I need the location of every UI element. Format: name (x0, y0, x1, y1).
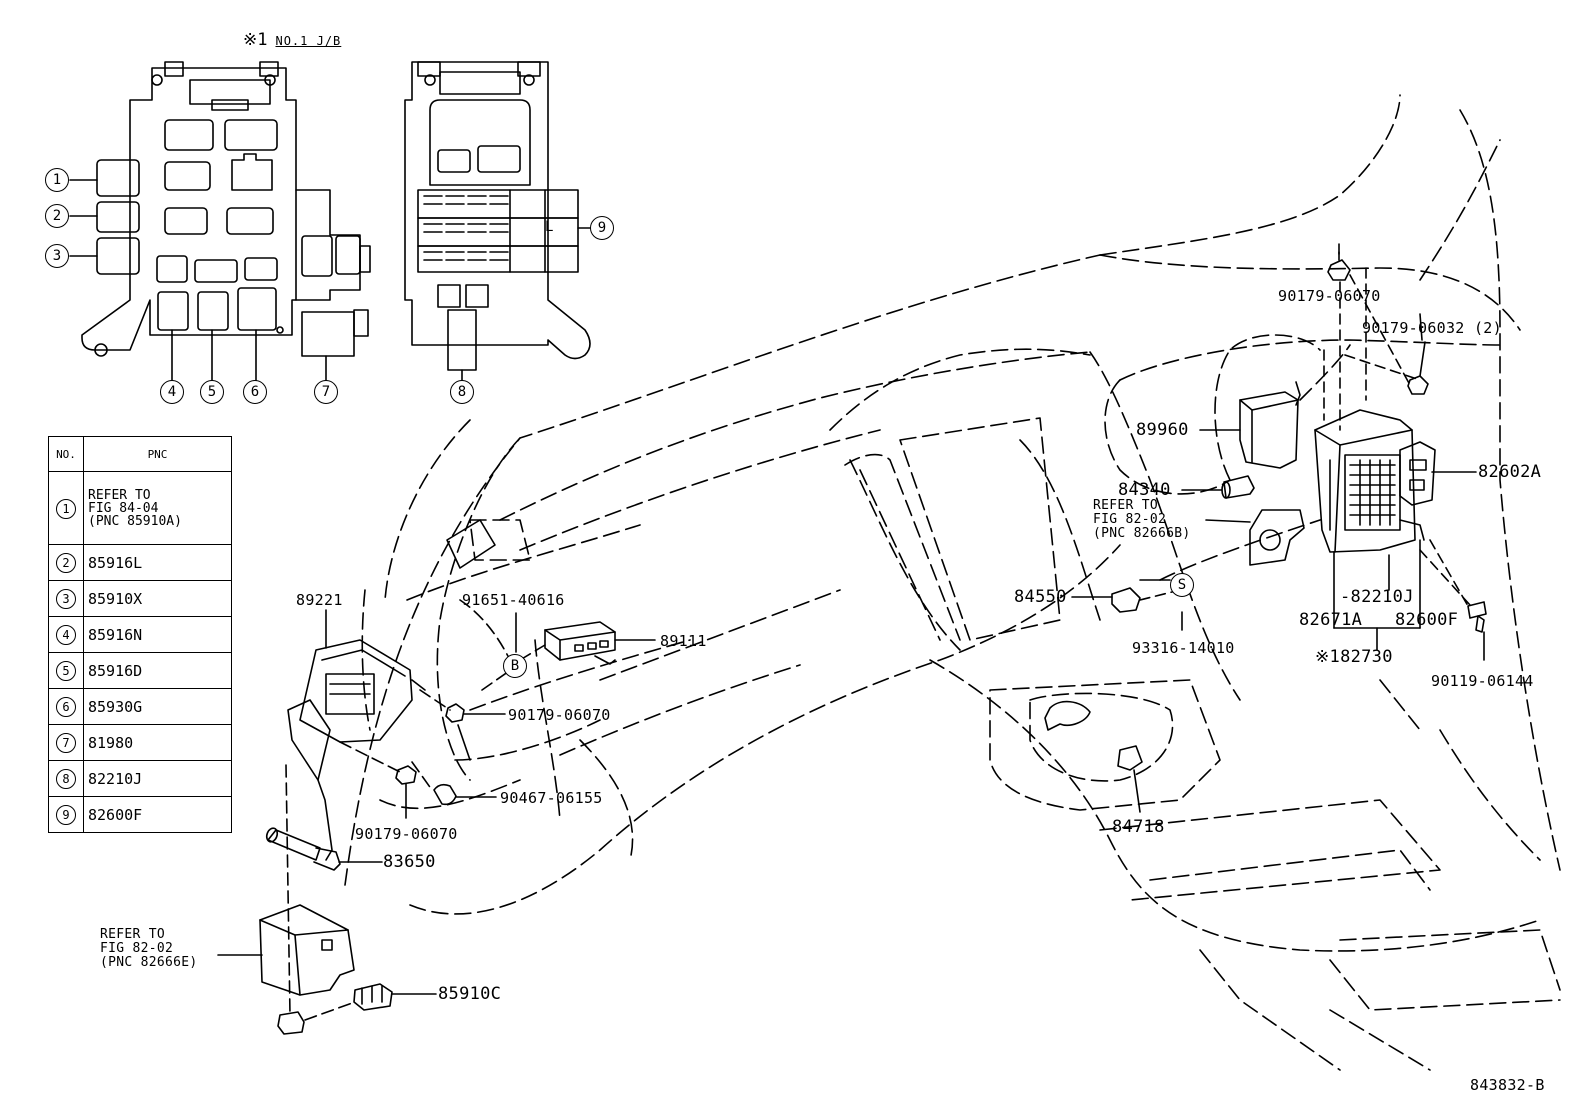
title-text: NO.1 J/B (275, 34, 342, 48)
leaders-right (1181, 243, 1423, 631)
fuse-mark: L (545, 219, 554, 235)
sensor-84340 (1181, 475, 1255, 499)
table-row: 1 REFER TO FIG 84-04 (PNC 85910A) (48, 471, 232, 545)
plug-83650 (265, 827, 341, 871)
row-no: 3 (56, 589, 76, 609)
table-header: NO. PNC (48, 436, 232, 472)
header-no: NO. (48, 436, 84, 472)
label-90179-06070-a: 90179-06070 (508, 706, 611, 724)
label-82602a: 82602A (1478, 462, 1542, 482)
row-pnc: 85930G (83, 688, 232, 725)
row-no: 7 (56, 733, 76, 753)
marker-b: B (503, 654, 527, 678)
table-row: 4 85916N (48, 616, 232, 653)
label-82600f: 82600F (1395, 610, 1459, 630)
figure-number: 843832-B (1470, 1076, 1545, 1094)
label-182730: ※182730 (1315, 647, 1393, 667)
table-row: 5 85916D (48, 652, 232, 689)
label-84340: 84340 (1118, 480, 1171, 500)
bracket-82666b (1205, 509, 1305, 566)
label-82671a: 82671A (1299, 610, 1363, 630)
connector-85910c (353, 983, 393, 1011)
header-pnc: PNC (83, 436, 232, 472)
callout-3: 3 (45, 244, 69, 268)
callout-5: 5 (200, 380, 224, 404)
row-pnc: 82210J (83, 760, 232, 797)
row-no: 4 (56, 625, 76, 645)
row-no: 8 (56, 769, 76, 789)
table-row: 7 81980 (48, 724, 232, 761)
junction-block-82730 (1314, 409, 1425, 651)
leaders-left (338, 612, 517, 995)
callout-7: 7 (314, 380, 338, 404)
label-90119-06144: 90119-06144 (1431, 672, 1534, 690)
label-89221: 89221 (296, 591, 343, 609)
part-84550 (1071, 587, 1141, 613)
callout-2: 2 (45, 204, 69, 228)
row-pnc: 85910X (83, 580, 232, 617)
junction-block-rear (404, 61, 591, 383)
junction-block-title: ※1 NO.1 J/B (243, 30, 341, 50)
label-82210j: -82210J (1340, 587, 1414, 607)
clip-bottom (277, 1011, 305, 1035)
label-83650: 83650 (383, 852, 436, 872)
label-90467-06155: 90467-06155 (500, 789, 603, 807)
callout-1: 1 (45, 168, 69, 192)
bracket-82666e (217, 904, 355, 996)
table-row: 2 85916L (48, 544, 232, 581)
callout-9: 9 (590, 216, 614, 240)
label-85910c: 85910C (438, 984, 502, 1004)
table-row: 3 85910X (48, 580, 232, 617)
row-pnc: REFER TO FIG 84-04 (PNC 85910A) (83, 471, 232, 545)
label-90179-06070-c: 90179-06070 (1278, 287, 1381, 305)
row-pnc: 81980 (83, 724, 232, 761)
row-pnc: 85916L (83, 544, 232, 581)
title-mark: ※1 (243, 30, 268, 50)
dashed-leaders-right (1139, 267, 1471, 607)
ecu-89221 (287, 609, 426, 861)
fasteners (395, 251, 1487, 819)
clip-84718 (1044, 700, 1143, 813)
label-90179-06032: 90179-06032 (2) (1362, 319, 1502, 337)
label-93316-14010: 93316-14010 (1132, 639, 1235, 657)
table-row: 6 85930G (48, 688, 232, 725)
label-89960: 89960 (1136, 420, 1189, 440)
pnc-table: NO. PNC 1 REFER TO FIG 84-04 (PNC 85910A… (48, 436, 232, 833)
callout-4: 4 (160, 380, 184, 404)
row-no: 9 (56, 805, 76, 825)
module-89960 (1199, 381, 1301, 469)
label-refer-82666e: REFER TO FIG 82-02 (PNC 82666E) (100, 927, 198, 970)
row-no: 6 (56, 697, 76, 717)
row-no: 1 (56, 498, 76, 519)
junction-block-front (69, 61, 371, 383)
label-84550: 84550 (1014, 587, 1067, 607)
callout-8: 8 (450, 380, 474, 404)
relay-89111 (544, 621, 656, 665)
relay-82602a (1399, 441, 1477, 506)
label-90179-06070-b: 90179-06070 (355, 825, 458, 843)
label-89111: 89111 (660, 632, 707, 650)
dashboard-outline (344, 94, 1561, 1071)
row-pnc: 85916D (83, 652, 232, 689)
label-91651-40616: 91651-40616 (462, 591, 565, 609)
row-no: 2 (56, 553, 76, 573)
table-row: 8 82210J (48, 760, 232, 797)
row-no: 5 (56, 661, 76, 681)
marker-s: S (1170, 573, 1194, 597)
table-row: 9 82600F (48, 796, 232, 833)
row-pnc: 85916N (83, 616, 232, 653)
label-84718: 84718 (1112, 817, 1165, 837)
callout-6: 6 (243, 380, 267, 404)
instrument-panel-parts (446, 519, 1171, 581)
label-refer-82666b: REFER TO FIG 82-02 (PNC 82666B) (1093, 498, 1191, 541)
row-pnc: 82600F (83, 796, 232, 833)
